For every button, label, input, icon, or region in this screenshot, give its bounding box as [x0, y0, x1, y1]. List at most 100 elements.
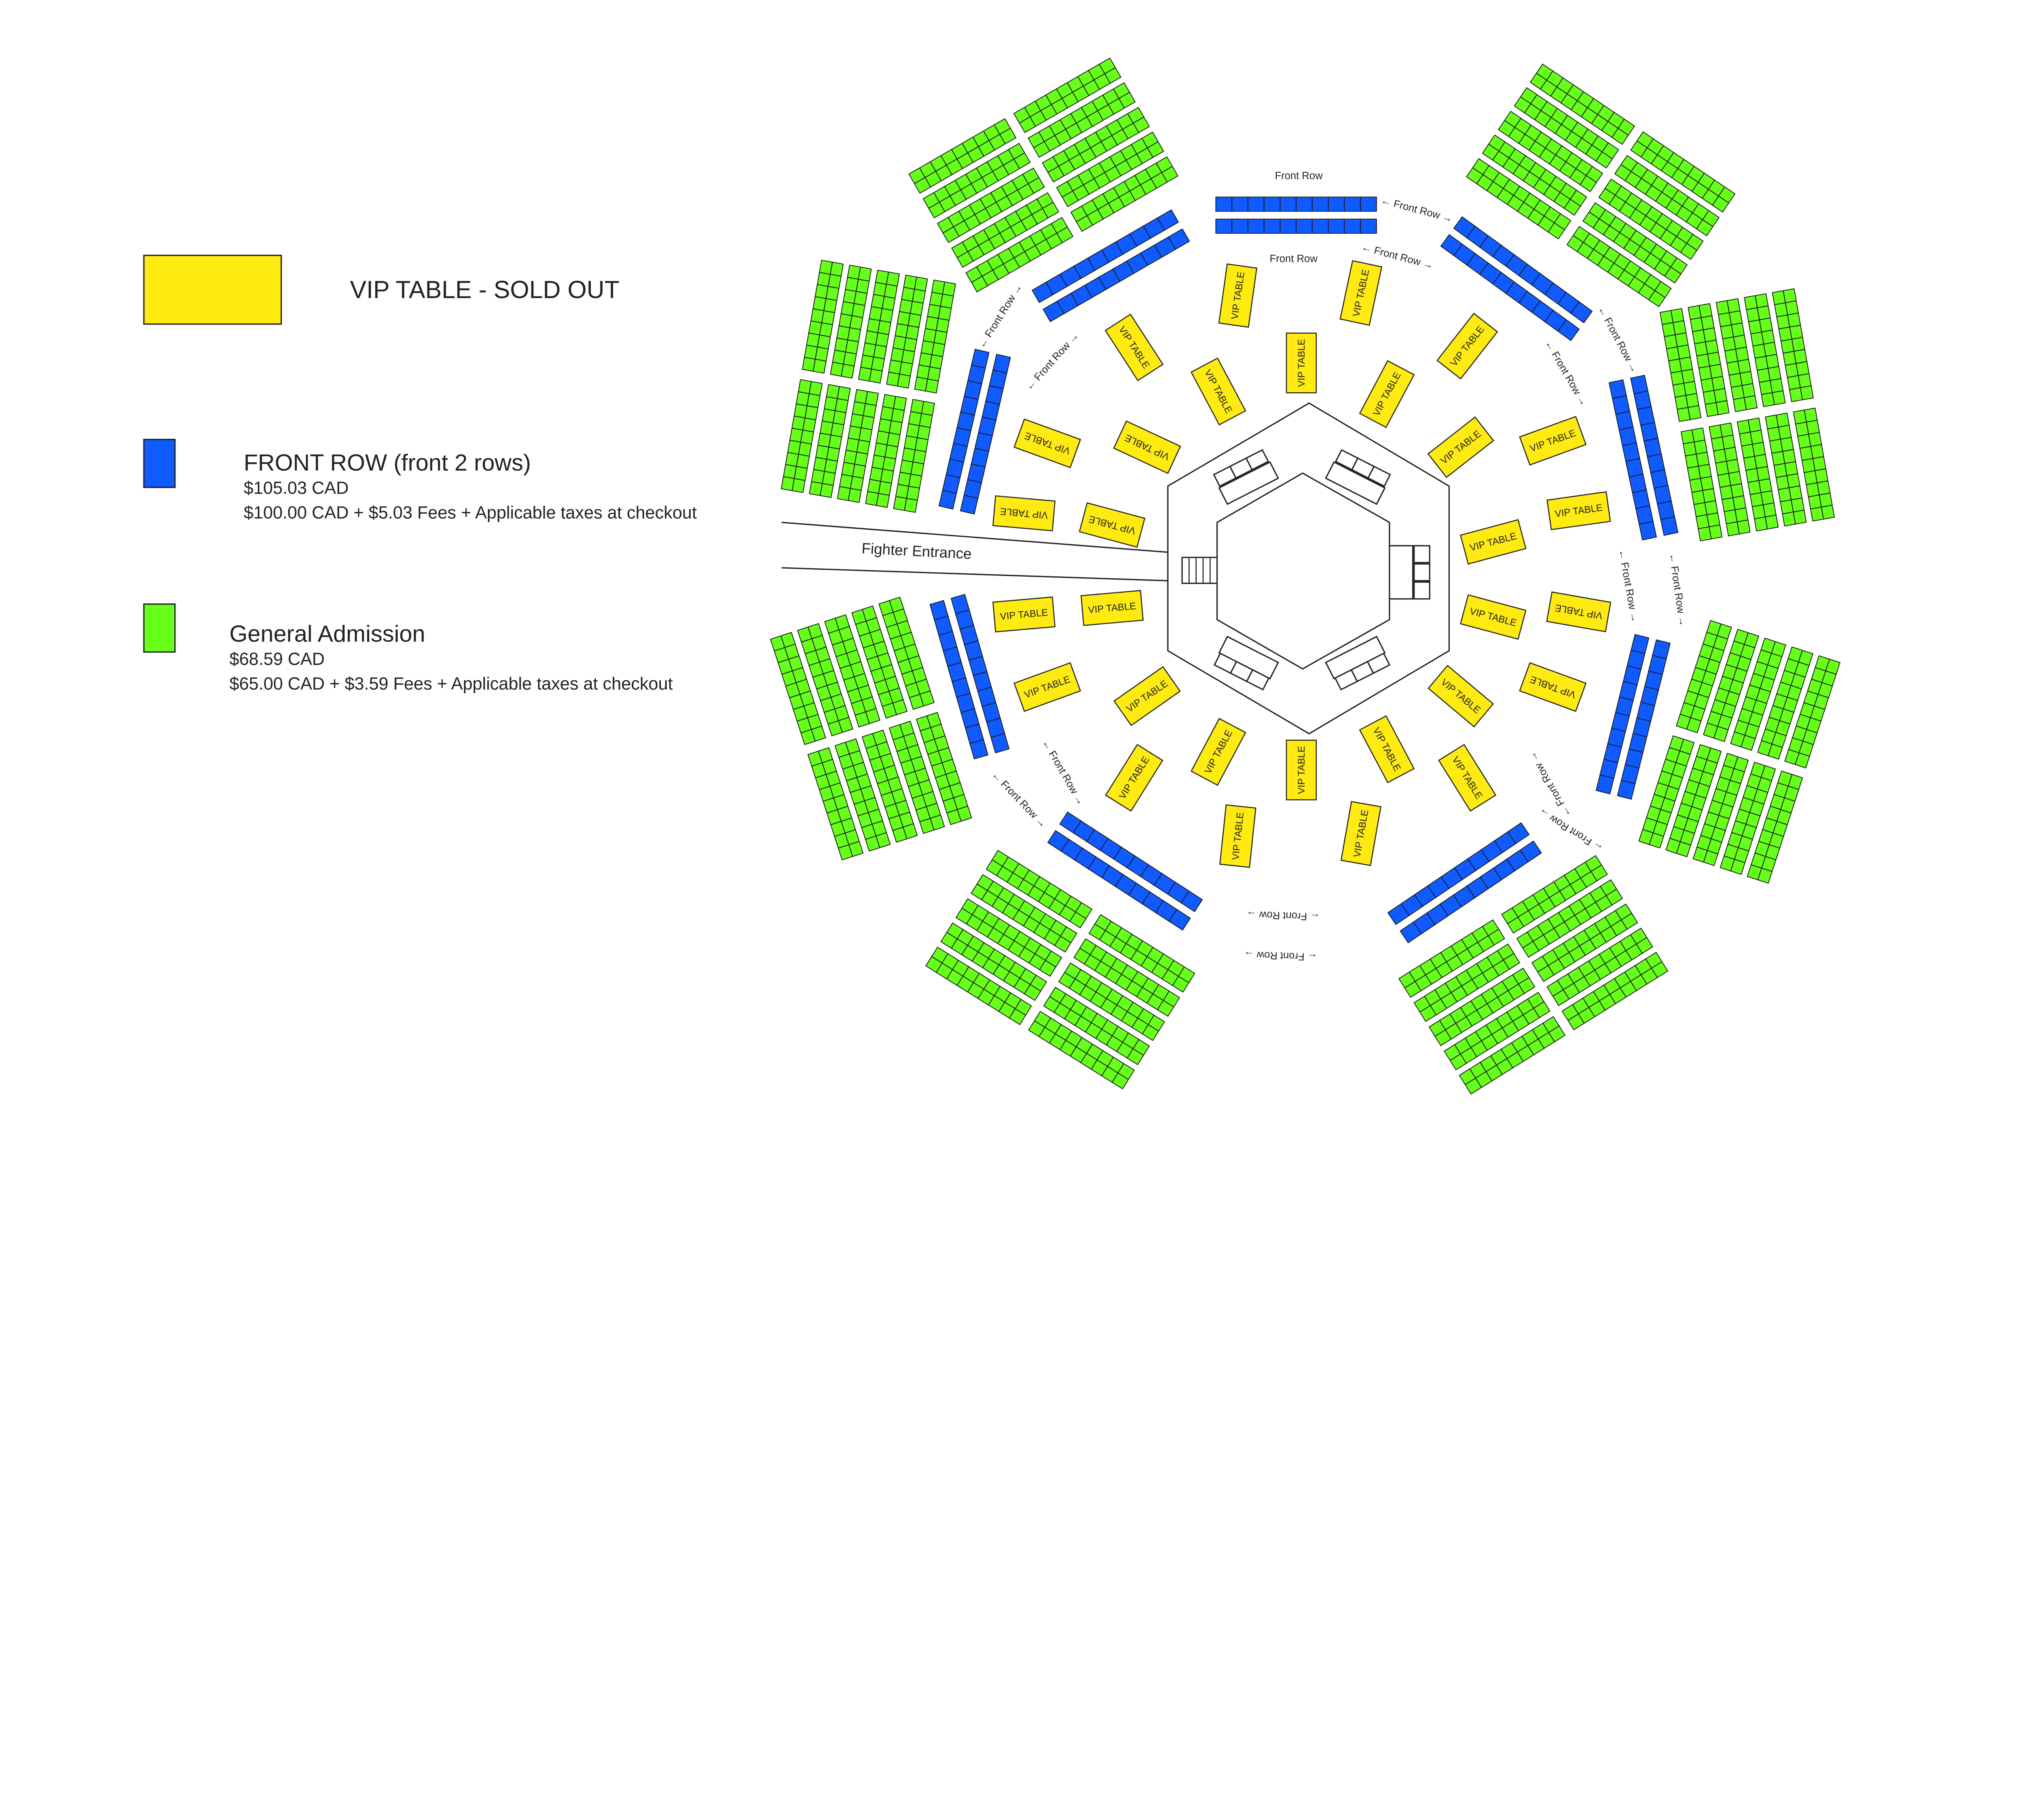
seat[interactable] — [1247, 197, 1265, 212]
seat[interactable] — [1519, 840, 1542, 863]
seat[interactable] — [1679, 739, 1695, 755]
seat[interactable] — [1719, 485, 1734, 500]
front-row-section[interactable] — [1031, 209, 1190, 322]
front-row-section[interactable] — [929, 594, 1010, 760]
seat[interactable] — [1687, 466, 1701, 481]
seat[interactable] — [1620, 912, 1638, 930]
seat[interactable] — [853, 291, 868, 306]
seat[interactable] — [909, 694, 924, 710]
seat[interactable] — [1548, 1025, 1566, 1043]
seat[interactable] — [884, 444, 899, 459]
seat[interactable] — [929, 354, 943, 369]
seat[interactable] — [1778, 326, 1792, 342]
seat[interactable] — [1280, 218, 1297, 234]
seat[interactable] — [919, 818, 935, 834]
seat[interactable] — [942, 281, 956, 296]
seat[interactable] — [1579, 175, 1597, 193]
seat[interactable] — [1695, 514, 1710, 529]
seat[interactable] — [854, 451, 868, 467]
seat[interactable] — [791, 478, 806, 493]
seat[interactable] — [827, 274, 842, 289]
seat[interactable] — [1056, 226, 1074, 243]
seat[interactable] — [878, 480, 892, 496]
seat[interactable] — [897, 373, 911, 389]
seat[interactable] — [1771, 641, 1787, 657]
seat[interactable] — [858, 267, 872, 282]
seat[interactable] — [1595, 151, 1613, 169]
seat[interactable] — [1672, 383, 1686, 398]
seat[interactable] — [1761, 392, 1775, 407]
seat[interactable] — [1724, 509, 1738, 525]
seat[interactable] — [1747, 480, 1762, 495]
seat[interactable] — [1215, 218, 1233, 234]
seat[interactable] — [1717, 623, 1732, 640]
seat[interactable] — [1715, 461, 1729, 476]
seat[interactable] — [999, 127, 1017, 145]
seat[interactable] — [1799, 446, 1813, 461]
seat[interactable] — [852, 463, 866, 479]
seat[interactable] — [1247, 218, 1265, 234]
seat[interactable] — [1296, 197, 1313, 212]
seat[interactable] — [798, 442, 812, 457]
seat[interactable] — [858, 427, 873, 442]
seat[interactable] — [1696, 219, 1713, 237]
seat[interactable] — [1709, 424, 1723, 440]
seat[interactable] — [1739, 432, 1753, 447]
seat[interactable] — [808, 381, 823, 396]
seat[interactable] — [912, 288, 926, 304]
front-row-section[interactable] — [1440, 216, 1593, 341]
seat[interactable] — [1147, 141, 1164, 158]
seat[interactable] — [1771, 451, 1785, 466]
seat[interactable] — [800, 430, 814, 445]
seat[interactable] — [880, 468, 894, 484]
seat[interactable] — [848, 488, 862, 503]
seat[interactable] — [935, 317, 950, 333]
seat[interactable] — [824, 459, 838, 474]
seat[interactable] — [882, 456, 897, 472]
seat[interactable] — [828, 434, 842, 450]
seat[interactable] — [1659, 310, 1674, 325]
seat[interactable] — [890, 408, 905, 423]
front-row-section[interactable] — [1215, 197, 1377, 234]
seat[interactable] — [1765, 414, 1779, 430]
seat[interactable] — [904, 498, 918, 513]
seat[interactable] — [1677, 407, 1691, 422]
seat[interactable] — [901, 349, 915, 364]
seat[interactable] — [903, 337, 918, 352]
seat[interactable] — [1759, 380, 1773, 395]
seat[interactable] — [1728, 372, 1743, 388]
seat[interactable] — [1698, 366, 1713, 381]
seat[interactable] — [1039, 960, 1057, 977]
seat[interactable] — [856, 439, 871, 455]
general-admission-section[interactable] — [780, 260, 956, 513]
seat[interactable] — [1733, 397, 1747, 412]
seat[interactable] — [1664, 334, 1678, 349]
seat[interactable] — [946, 809, 962, 825]
seat[interactable] — [1804, 470, 1818, 485]
seat[interactable] — [1674, 395, 1689, 410]
seat[interactable] — [1775, 475, 1790, 490]
seat[interactable] — [917, 425, 931, 440]
seat[interactable] — [886, 271, 900, 287]
seat[interactable] — [1718, 312, 1732, 327]
seat[interactable] — [1793, 409, 1807, 425]
seat[interactable] — [1142, 1024, 1159, 1041]
seat[interactable] — [1726, 360, 1741, 376]
seat[interactable] — [832, 410, 847, 425]
seat[interactable] — [1168, 909, 1191, 931]
seat[interactable] — [1690, 317, 1704, 332]
seat[interactable] — [1701, 378, 1715, 393]
seat[interactable] — [1810, 506, 1824, 522]
seat[interactable] — [1311, 197, 1329, 212]
front-row-section[interactable] — [1608, 375, 1679, 541]
general-admission-section[interactable] — [1638, 620, 1841, 884]
seat[interactable] — [933, 330, 948, 345]
seat[interactable] — [1180, 890, 1203, 912]
seat[interactable] — [806, 393, 821, 408]
seat[interactable] — [1670, 370, 1684, 386]
seat[interactable] — [1652, 639, 1671, 660]
seat[interactable] — [1754, 516, 1768, 531]
seat[interactable] — [1774, 302, 1788, 317]
seat[interactable] — [1024, 984, 1041, 1001]
seat[interactable] — [1591, 864, 1608, 882]
